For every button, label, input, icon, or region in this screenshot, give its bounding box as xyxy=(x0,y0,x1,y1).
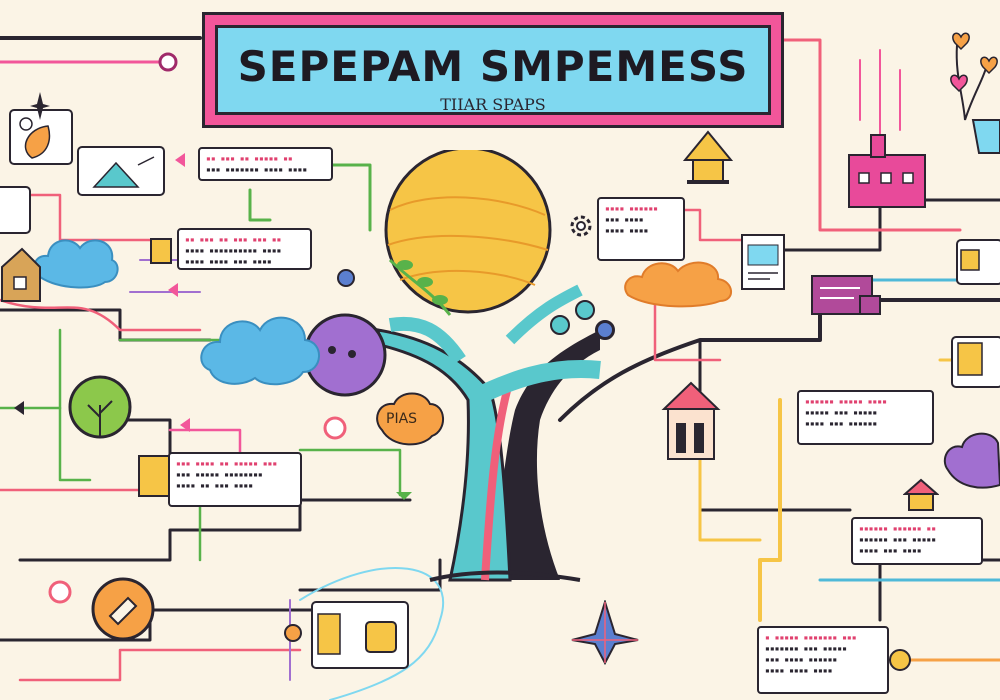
page-subtitle: TIIAR SPAPS xyxy=(440,95,546,114)
orange-circle-icon xyxy=(91,577,155,641)
yellow-block-icon xyxy=(150,238,172,264)
page-title: SEPEPAM SMPEMESS xyxy=(237,42,749,91)
document-icon xyxy=(741,234,785,290)
tree-icon xyxy=(376,150,615,582)
side-tile-icon-2 xyxy=(951,336,1000,388)
bottom-card-icon xyxy=(311,601,409,669)
note-card-4: ▪▪▪▪ ▪▪▪▪▪▪ ▪▪▪ ▪▪▪▪ ▪▪▪▪ ▪▪▪▪ xyxy=(597,197,685,261)
printer-icon xyxy=(811,275,881,315)
house-icon-3 xyxy=(903,478,939,511)
note-card-2: ▪▪ ▪▪▪ ▪▪ ▪▪▪ ▪▪▪ ▪▪ ▪▪▪▪ ▪▪▪▪▪▪▪▪▪▪ ▪▪▪… xyxy=(177,228,312,270)
tree-node-icon xyxy=(68,375,132,439)
cloud-icon-small xyxy=(33,239,119,289)
side-card-icon xyxy=(0,186,31,234)
note-card-3: ▪▪▪ ▪▪▪▪ ▪▪ ▪▪▪▪▪ ▪▪▪ ▪▪▪ ▪▪▪▪▪ ▪▪▪▪▪▪▪▪… xyxy=(168,452,302,507)
note-card-1: ▪▪ ▪▪▪ ▪▪ ▪▪▪▪▪ ▪▪ ▪▪▪ ▪▪▪▪▪▪▪ ▪▪▪▪ ▪▪▪▪ xyxy=(198,147,333,181)
purple-cloud-icon xyxy=(943,432,1000,489)
sun-icon xyxy=(384,150,552,314)
gear-icon xyxy=(570,215,592,237)
title-banner: SEPEPAM SMPEMESS TIIAR SPAPS xyxy=(202,12,784,128)
flower-icon xyxy=(950,32,1000,154)
note-card-7: ▪ ▪▪▪▪▪ ▪▪▪▪▪▪▪ ▪▪▪ ▪▪▪▪▪▪▪ ▪▪▪ ▪▪▪▪▪ ▪▪… xyxy=(757,626,889,694)
factory-icon xyxy=(848,134,926,208)
orange-bubble xyxy=(376,392,444,446)
tree-label: PIAS xyxy=(386,411,418,427)
compass-star-icon xyxy=(571,600,639,665)
note-card-6: ▪▪▪▪▪▪ ▪▪▪▪▪▪ ▪▪ ▪▪▪▪▪▪ ▪▪▪ ▪▪▪▪▪ ▪▪▪▪ ▪… xyxy=(851,517,983,565)
title-panel: SEPEPAM SMPEMESS TIIAR SPAPS xyxy=(215,25,771,115)
note-card-5: ▪▪▪▪▪▪ ▪▪▪▪▪ ▪▪▪▪ ▪▪▪▪▪ ▪▪▪ ▪▪▪▪▪ ▪▪▪▪ ▪… xyxy=(797,390,934,445)
sparkle-icon xyxy=(30,92,50,120)
side-tile-icon xyxy=(956,239,1000,285)
house-icon-2 xyxy=(661,381,721,460)
pagoda-icon xyxy=(683,130,733,184)
house-icon xyxy=(1,247,41,302)
cloud-icon xyxy=(200,316,320,386)
yellow-block-icon-2 xyxy=(138,455,170,497)
orange-cloud-icon xyxy=(624,261,732,308)
mountain-card-icon xyxy=(77,146,165,196)
